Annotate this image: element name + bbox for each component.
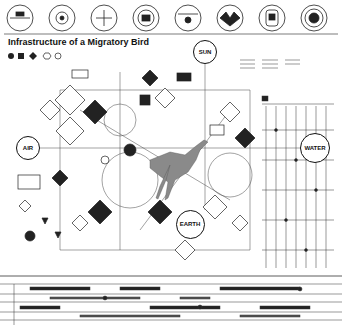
node-label: WATER xyxy=(304,145,325,151)
element-circle: WATER xyxy=(300,133,330,163)
node-label: EARTH xyxy=(180,221,201,227)
connector-web xyxy=(40,64,304,250)
node-label: AIR xyxy=(23,145,33,151)
diagram-title: Infrastructure of a Migratory Bird xyxy=(8,37,149,47)
diamonds xyxy=(18,70,255,260)
element-circle: SUN xyxy=(193,40,217,64)
node-label: SUN xyxy=(199,49,212,55)
top-icons xyxy=(4,5,338,34)
legend-shapes xyxy=(8,52,61,60)
bottom-timeline xyxy=(0,276,342,325)
bird-illustration xyxy=(150,140,208,200)
element-circle: EARTH xyxy=(176,210,205,239)
right-timeline xyxy=(240,60,334,268)
element-circle: AIR xyxy=(16,136,40,160)
